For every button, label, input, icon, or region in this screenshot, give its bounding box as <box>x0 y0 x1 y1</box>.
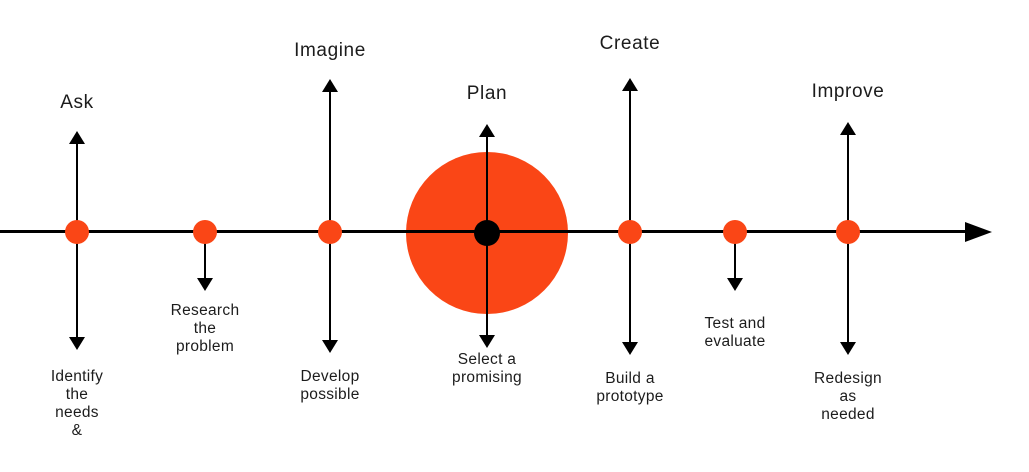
down-arrowhead-icon <box>840 342 856 355</box>
up-arrowhead-icon <box>322 79 338 92</box>
down-arrowhead-icon <box>322 340 338 353</box>
stage-sublabel: Redesign as needed <box>814 370 882 423</box>
stage-sublabel: Identify the needs & <box>50 368 104 439</box>
timeline-dot <box>618 220 642 244</box>
vertical-arrow <box>734 233 736 278</box>
vertical-arrow <box>204 233 206 278</box>
stage-title: Ask <box>60 92 94 113</box>
stage-title: Imagine <box>294 40 366 61</box>
down-arrowhead-icon <box>479 335 495 348</box>
up-arrowhead-icon <box>69 131 85 144</box>
timeline-dot <box>65 220 89 244</box>
stage-sublabel: Build a prototype <box>596 370 664 405</box>
timeline-dot <box>836 220 860 244</box>
timeline-dot <box>318 220 342 244</box>
stage-sublabel: Research the problem <box>170 302 240 355</box>
stage-sublabel: Develop possible <box>300 368 360 403</box>
up-arrowhead-icon <box>479 124 495 137</box>
up-arrowhead-icon <box>840 122 856 135</box>
timeline-dot <box>723 220 747 244</box>
down-arrowhead-icon <box>727 278 743 291</box>
stage-title: Plan <box>466 83 508 104</box>
plan-center-dot <box>474 220 500 246</box>
stage-title: Create <box>599 33 661 54</box>
timeline-right-arrowhead-icon <box>965 222 992 242</box>
stage-sublabel: Select a promising <box>452 351 522 386</box>
vertical-arrow <box>329 90 331 340</box>
down-arrowhead-icon <box>197 278 213 291</box>
timeline-dot <box>193 220 217 244</box>
up-arrowhead-icon <box>622 78 638 91</box>
stage-sublabel: Test and evaluate <box>704 315 766 350</box>
vertical-arrow <box>629 89 631 342</box>
stage-title: Improve <box>811 81 885 102</box>
down-arrowhead-icon <box>69 337 85 350</box>
down-arrowhead-icon <box>622 342 638 355</box>
